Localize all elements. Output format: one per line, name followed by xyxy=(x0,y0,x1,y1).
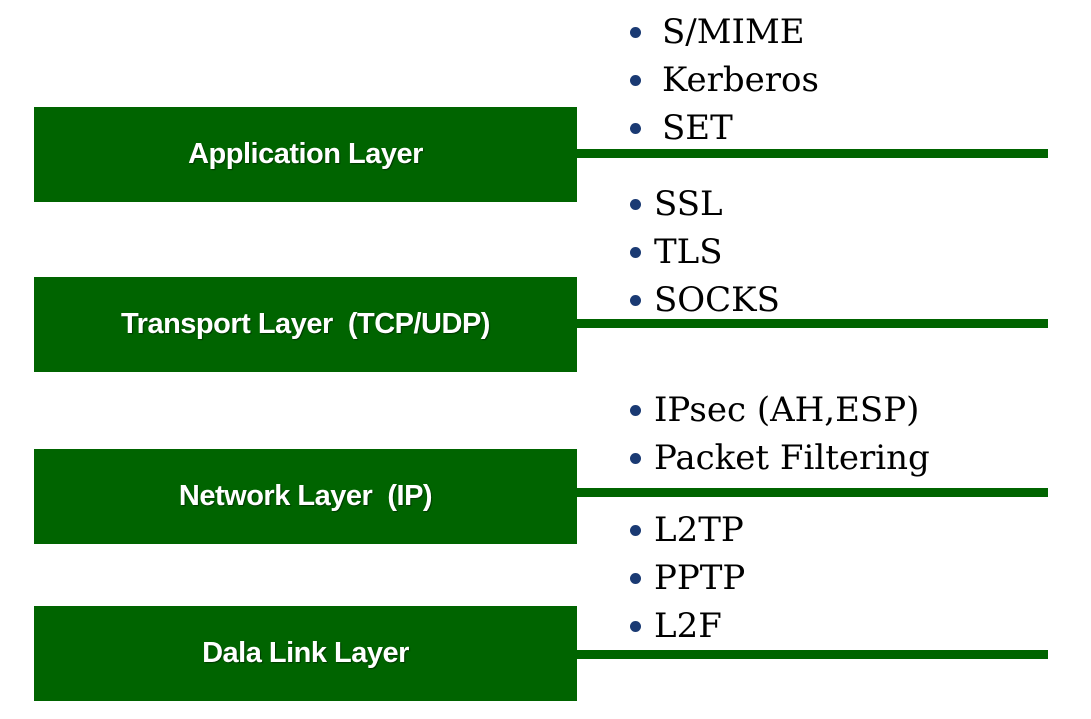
bullet-icon xyxy=(630,123,641,134)
protocol-label: IPsec (AH,ESP) xyxy=(654,390,920,430)
bullet-icon xyxy=(630,573,641,584)
bullet-icon xyxy=(630,405,641,416)
layer-box-network: Network Layer (IP) xyxy=(34,449,577,544)
bullet-icon xyxy=(630,621,641,632)
layer-line-transport xyxy=(576,319,1048,328)
protocol-label: L2TP xyxy=(654,510,744,550)
layer-box-transport: Transport Layer (TCP/UDP) xyxy=(34,277,577,372)
layer-line-network xyxy=(576,488,1048,497)
protocol-label: S/MIME xyxy=(662,12,805,52)
layer-box-data-link: Dala Link Layer xyxy=(34,606,577,701)
protocol-label: SOCKS xyxy=(654,280,780,320)
layer-line-data-link xyxy=(576,650,1048,659)
protocol-label: TLS xyxy=(654,232,723,272)
protocol-label: Kerberos xyxy=(662,60,819,100)
bullet-icon xyxy=(630,247,641,258)
layer-line-application xyxy=(576,149,1048,158)
protocol-label: SSL xyxy=(654,184,723,224)
bullet-icon xyxy=(630,27,641,38)
protocol-label: PPTP xyxy=(654,558,746,598)
protocol-label: Packet Filtering xyxy=(654,438,930,478)
bullet-icon xyxy=(630,525,641,536)
bullet-icon xyxy=(630,75,641,86)
protocol-label: SET xyxy=(662,108,733,148)
bullet-icon xyxy=(630,453,641,464)
bullet-icon xyxy=(630,199,641,210)
protocol-label: L2F xyxy=(654,606,722,646)
layer-box-application: Application Layer xyxy=(34,107,577,202)
bullet-icon xyxy=(630,295,641,306)
